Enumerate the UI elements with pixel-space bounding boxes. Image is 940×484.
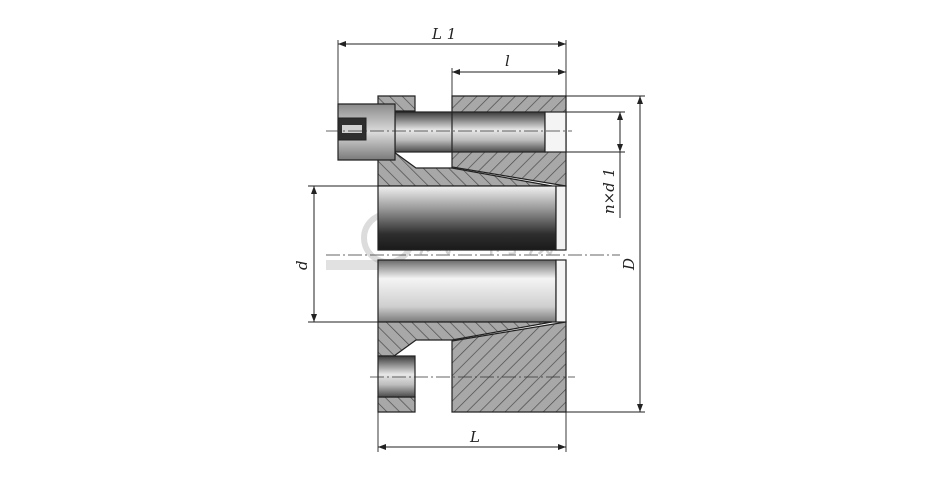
- dimension-D: D: [566, 95, 645, 413]
- center-lines: [326, 130, 620, 378]
- label-D: D: [620, 258, 638, 271]
- dimension-L: L: [377, 412, 567, 452]
- dimension-d: d: [293, 185, 378, 323]
- bolt-shank: [394, 111, 567, 153]
- dimension-L1: L 1: [337, 25, 567, 104]
- dimension-l: l: [451, 52, 566, 96]
- bore-bottom: [377, 259, 567, 323]
- label-L1: L 1: [431, 25, 456, 43]
- label-n-d1: n×d 1: [600, 168, 618, 214]
- bolt-head: [337, 103, 396, 161]
- bolt-hole-bottom: [377, 355, 416, 398]
- label-d: d: [293, 260, 311, 270]
- dimension-n-d1: n×d 1: [566, 111, 625, 218]
- label-l: l: [505, 52, 510, 70]
- bore-top: [377, 185, 567, 251]
- label-L: L: [469, 428, 480, 446]
